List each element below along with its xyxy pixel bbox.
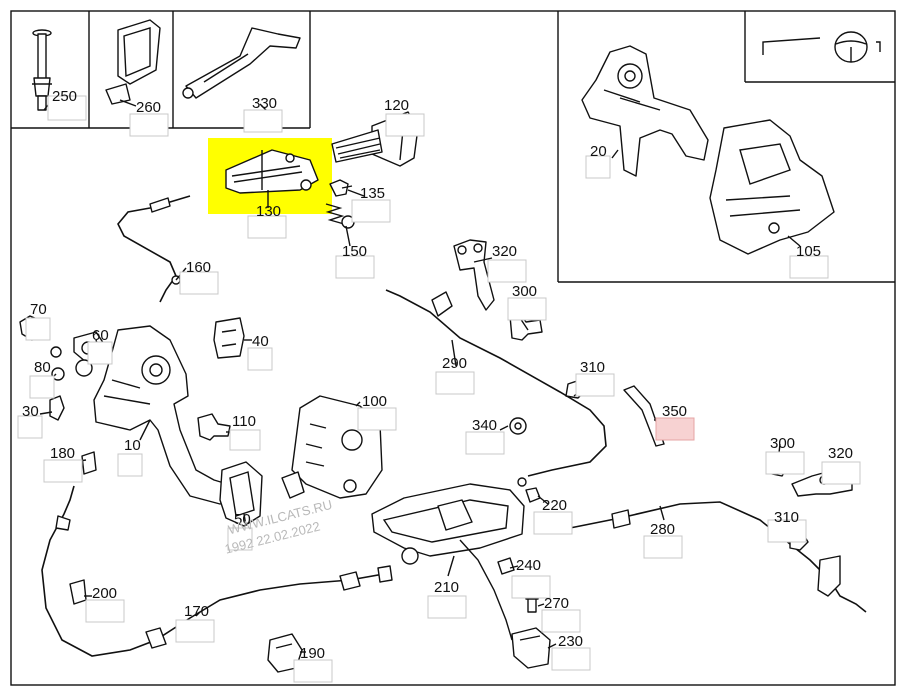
label-150[interactable]: 150 xyxy=(342,243,367,260)
part-260-bracket xyxy=(105,19,161,105)
label-230[interactable]: 230 xyxy=(558,633,583,650)
part-130-drawing xyxy=(225,149,319,194)
label-boxes xyxy=(17,95,861,683)
part-160-cable xyxy=(117,195,191,303)
part-350-clip xyxy=(623,385,665,447)
label-310-upper[interactable]: 310 xyxy=(580,359,605,376)
label-180[interactable]: 180 xyxy=(50,445,75,462)
label-250[interactable]: 250 xyxy=(52,88,77,105)
label-20[interactable]: 20 xyxy=(590,143,607,160)
part-280-cable xyxy=(569,501,867,613)
label-80[interactable]: 80 xyxy=(34,359,51,376)
right-inset-frame xyxy=(557,11,895,283)
label-70[interactable]: 70 xyxy=(30,301,47,318)
part-230-bracket xyxy=(511,627,551,669)
label-100[interactable]: 100 xyxy=(362,393,387,410)
label-105[interactable]: 105 xyxy=(796,243,821,260)
label-270[interactable]: 270 xyxy=(544,595,569,612)
part-40-stop xyxy=(213,317,245,359)
label-330[interactable]: 330 xyxy=(252,95,277,112)
label-50[interactable]: 50 xyxy=(234,511,251,528)
part-20-pedal-bracket xyxy=(581,45,709,177)
part-320-upper-bracket xyxy=(453,239,495,311)
part-240-nut xyxy=(497,557,515,575)
label-190[interactable]: 190 xyxy=(300,645,325,662)
part-200-clip xyxy=(69,579,87,605)
part-330-lever xyxy=(182,27,301,99)
steering-wheel-icon xyxy=(762,31,881,63)
diagram-frame xyxy=(10,10,896,686)
label-130[interactable]: 130 xyxy=(256,203,281,220)
label-110[interactable]: 110 xyxy=(232,413,256,430)
label-40[interactable]: 40 xyxy=(252,333,269,350)
label-220[interactable]: 220 xyxy=(542,497,567,514)
label-300-upper[interactable]: 300 xyxy=(512,283,537,300)
part-180-grommet xyxy=(81,451,97,475)
label-240[interactable]: 240 xyxy=(516,557,541,574)
part-135-bolt xyxy=(329,179,353,197)
label-320-upper[interactable]: 320 xyxy=(492,243,517,260)
part-105-housing xyxy=(709,119,835,255)
part-290-cable xyxy=(385,289,607,487)
part-210-base xyxy=(371,483,525,641)
symbol-inset-frame xyxy=(744,11,895,83)
label-320-lower[interactable]: 320 xyxy=(828,445,853,462)
label-60[interactable]: 60 xyxy=(92,327,109,344)
part-80-washer xyxy=(50,346,65,381)
part-170-cable xyxy=(41,485,393,657)
label-200[interactable]: 200 xyxy=(92,585,117,602)
label-10[interactable]: 10 xyxy=(124,437,141,454)
label-30[interactable]: 30 xyxy=(22,403,39,420)
label-350[interactable]: 350 xyxy=(662,403,687,420)
part-50-pedal-pad xyxy=(219,461,263,527)
label-290[interactable]: 290 xyxy=(442,355,467,372)
part-110-bolt xyxy=(197,413,231,441)
label-120[interactable]: 120 xyxy=(384,97,409,114)
label-160[interactable]: 160 xyxy=(186,259,211,276)
part-340-nut xyxy=(509,417,527,435)
part-30-bumper xyxy=(49,395,65,421)
label-340[interactable]: 340 xyxy=(472,417,497,434)
part-labels: 250 260 330 120 135 130 150 20 105 160 3… xyxy=(22,88,853,662)
label-210[interactable]: 210 xyxy=(434,579,459,596)
label-280[interactable]: 280 xyxy=(650,521,675,538)
label-170[interactable]: 170 xyxy=(184,603,209,620)
label-300-lower[interactable]: 300 xyxy=(770,435,795,452)
label-135[interactable]: 135 xyxy=(360,185,385,202)
label-260[interactable]: 260 xyxy=(136,99,161,116)
part-250-pin xyxy=(32,29,52,111)
part-220-nut xyxy=(525,487,541,503)
label-310-lower[interactable]: 310 xyxy=(774,509,799,526)
